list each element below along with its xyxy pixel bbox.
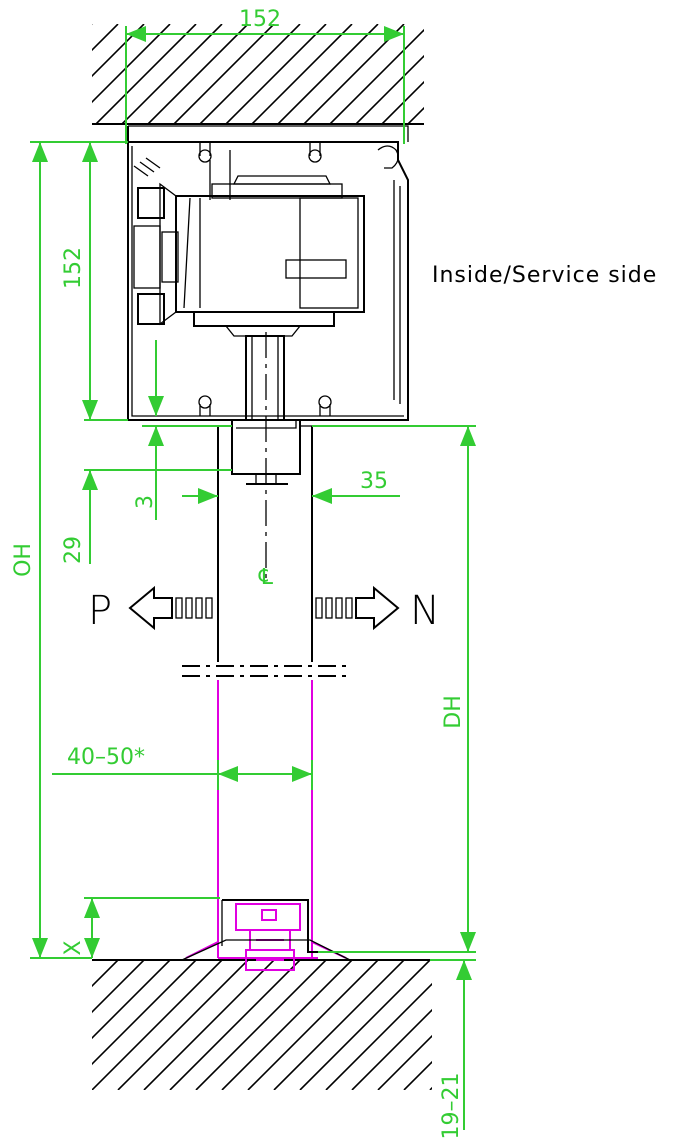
centerline-symbol: ℄ bbox=[258, 565, 274, 590]
door-leaf bbox=[182, 332, 348, 677]
service-side-label: Inside/Service side bbox=[432, 263, 657, 288]
dim-overall-height: OH bbox=[11, 543, 36, 577]
ceiling bbox=[92, 24, 424, 125]
dim-floor-depth: 19–21 bbox=[439, 1073, 464, 1140]
dim-box-height: 152 bbox=[61, 247, 86, 289]
carriage-unit bbox=[133, 150, 365, 421]
direction-p-label: P bbox=[88, 588, 112, 634]
dimension-labels: 152 152 3 29 35 OH DH 40–50* X 19–21 bbox=[11, 7, 466, 1140]
dim-gap-29: 29 bbox=[61, 536, 86, 564]
dimension-lines bbox=[30, 26, 476, 1130]
direction-n-label: N bbox=[410, 588, 440, 634]
dim-door-height: DH bbox=[441, 695, 466, 728]
door-leaf-lower bbox=[185, 680, 347, 971]
dim-floor-gap: X bbox=[61, 940, 86, 955]
floor bbox=[92, 959, 432, 1090]
header-profile bbox=[127, 125, 409, 421]
dim-gap-3: 3 bbox=[133, 495, 158, 509]
direction-arrow-p bbox=[128, 585, 213, 631]
dim-bracket-35: 35 bbox=[360, 469, 388, 494]
floor-guide bbox=[181, 899, 351, 961]
dim-leaf-thickness: 40–50* bbox=[67, 745, 145, 770]
direction-arrow-n bbox=[315, 585, 400, 631]
dim-top-width: 152 bbox=[239, 7, 281, 32]
annotation-labels: Inside/Service side P N ℄ bbox=[88, 263, 657, 634]
